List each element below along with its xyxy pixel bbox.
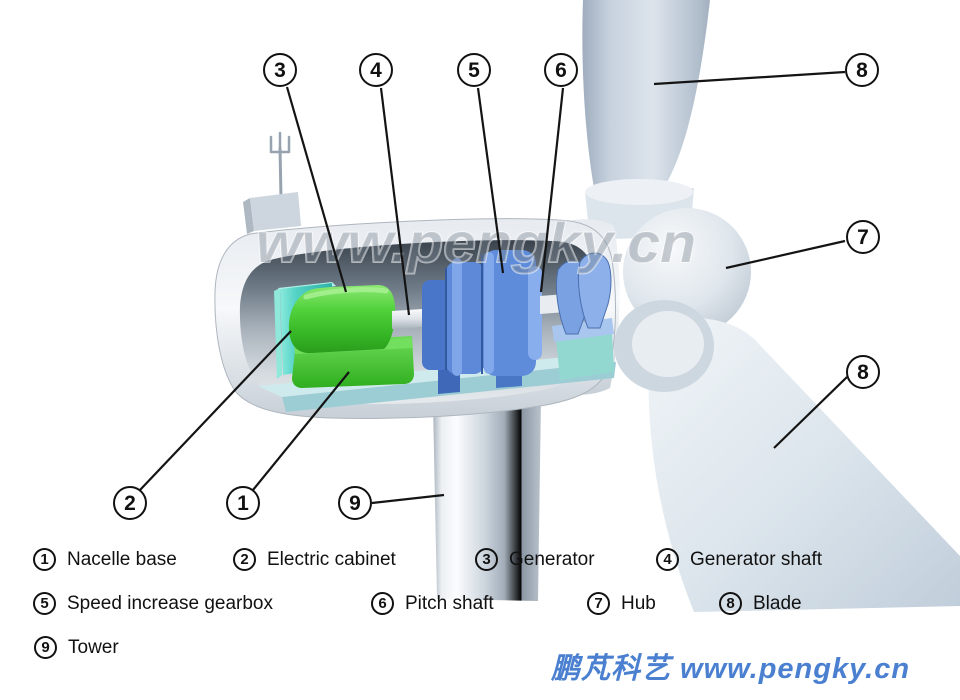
legend-label-2: Electric cabinet (267, 548, 396, 570)
pitch-shaft (540, 252, 614, 380)
legend-label-6: Pitch shaft (405, 592, 494, 614)
legend-label-9: Tower (68, 636, 119, 658)
generator (288, 285, 414, 388)
center-watermark: www.pengky.cn (256, 211, 696, 274)
legend-num-3: 3 (475, 548, 498, 571)
callout-4: 4 (359, 53, 393, 87)
legend-num-7: 7 (587, 592, 610, 615)
legend-label-7: Hub (621, 592, 656, 614)
legend-item-5: 5 Speed increase gearbox (33, 592, 273, 615)
legend-label-3: Generator (509, 548, 595, 570)
legend-item-3: 3 Generator (475, 548, 595, 571)
lower-blade (614, 300, 960, 612)
footer-watermark: 鹏芃科艺 www.pengky.cn (551, 653, 911, 685)
legend-label-1: Nacelle base (67, 548, 177, 570)
legend-num-8: 8 (719, 592, 742, 615)
legend-label-4: Generator shaft (690, 548, 823, 570)
legend-num-6: 6 (371, 592, 394, 615)
callout-9: 9 (338, 486, 372, 520)
anemometer (243, 131, 301, 234)
legend-item-2: 2 Electric cabinet (233, 548, 396, 571)
callout-3: 3 (263, 53, 297, 87)
legend-item-9: 9 Tower (34, 636, 119, 659)
callout-2: 2 (113, 486, 147, 520)
callout-5: 5 (457, 53, 491, 87)
callout-8-top: 8 (845, 53, 879, 87)
legend-item-7: 7 Hub (587, 592, 656, 615)
callout-6: 6 (544, 53, 578, 87)
legend-num-4: 4 (656, 548, 679, 571)
legend-item-8: 8 Blade (719, 592, 802, 615)
legend-num-1: 1 (33, 548, 56, 571)
legend-num-2: 2 (233, 548, 256, 571)
gearbox (422, 250, 542, 394)
legend-label-5: Speed increase gearbox (67, 592, 273, 614)
callout-1: 1 (226, 486, 260, 520)
legend-num-5: 5 (33, 592, 56, 615)
leader-lines (139, 70, 848, 505)
callout-7: 7 (846, 220, 880, 254)
legend-item-1: 1 Nacelle base (33, 548, 177, 571)
legend-label-8: Blade (753, 592, 802, 614)
legend-item-6: 6 Pitch shaft (371, 592, 494, 615)
legend-item-4: 4 Generator shaft (656, 548, 822, 571)
upper-blade (582, 0, 710, 240)
tower (433, 398, 541, 601)
legend-num-9: 9 (34, 636, 57, 659)
callout-8-bottom: 8 (846, 355, 880, 389)
